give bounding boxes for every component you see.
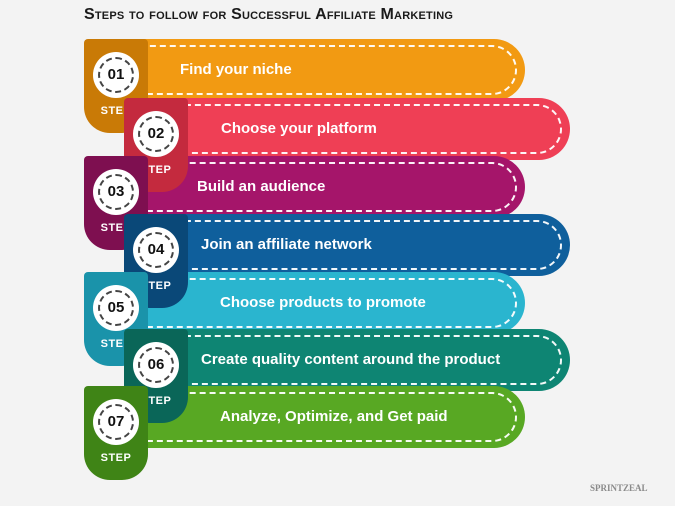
dashed-border [120,45,517,95]
step-number-badge: 05 [96,288,136,328]
step-tab-7: 07 STEP [84,386,148,480]
step-number: 04 [147,241,165,258]
step-word: STEP [140,164,172,176]
dashed-border [165,104,562,154]
step-number: 01 [107,66,125,83]
dashed-border [165,220,562,270]
step-number-badge: 07 [96,402,136,442]
step-word: STEP [140,280,172,292]
step-bar-2: Choose your platform [165,98,570,160]
step-number: 02 [147,125,165,142]
step-bar-1: Find your niche [120,39,525,101]
step-label: Join an affiliate network [201,236,372,253]
step-bar-6: Create quality content around the produc… [165,329,570,391]
dashed-border [165,335,562,385]
step-number: 07 [107,413,125,430]
step-tab-1: 01 STEP [84,39,148,133]
step-word: STEP [100,105,132,117]
step-number: 03 [107,183,125,200]
step-label: Find your niche [180,61,292,78]
step-label: Choose products to promote [220,294,426,311]
step-tab-6: 06 STEP [124,329,188,423]
dashed-border [120,392,517,442]
brand-logo: SPRINTZEAL [590,483,648,493]
page-title: Steps to follow for Successful Affiliate… [84,6,454,23]
dashed-border [120,278,517,328]
step-number: 06 [147,356,165,373]
step-label: Create quality content around the produc… [201,351,501,368]
step-word: STEP [140,395,172,407]
step-number: 05 [107,299,125,316]
dashed-border [120,162,517,212]
step-number-badge: 02 [136,114,176,154]
step-number-badge: 01 [96,55,136,95]
step-number-badge: 04 [136,230,176,270]
step-label: Analyze, Optimize, and Get paid [220,408,448,425]
step-word: STEP [100,338,132,350]
step-word: STEP [100,452,132,464]
step-bar-4: Join an affiliate network [165,214,570,276]
step-word: STEP [100,222,132,234]
step-label: Build an audience [197,178,326,195]
step-tab-5: 05 STEP [84,272,148,366]
step-label: Choose your platform [221,120,377,137]
step-number-badge: 03 [96,172,136,212]
step-number-badge: 06 [136,345,176,385]
